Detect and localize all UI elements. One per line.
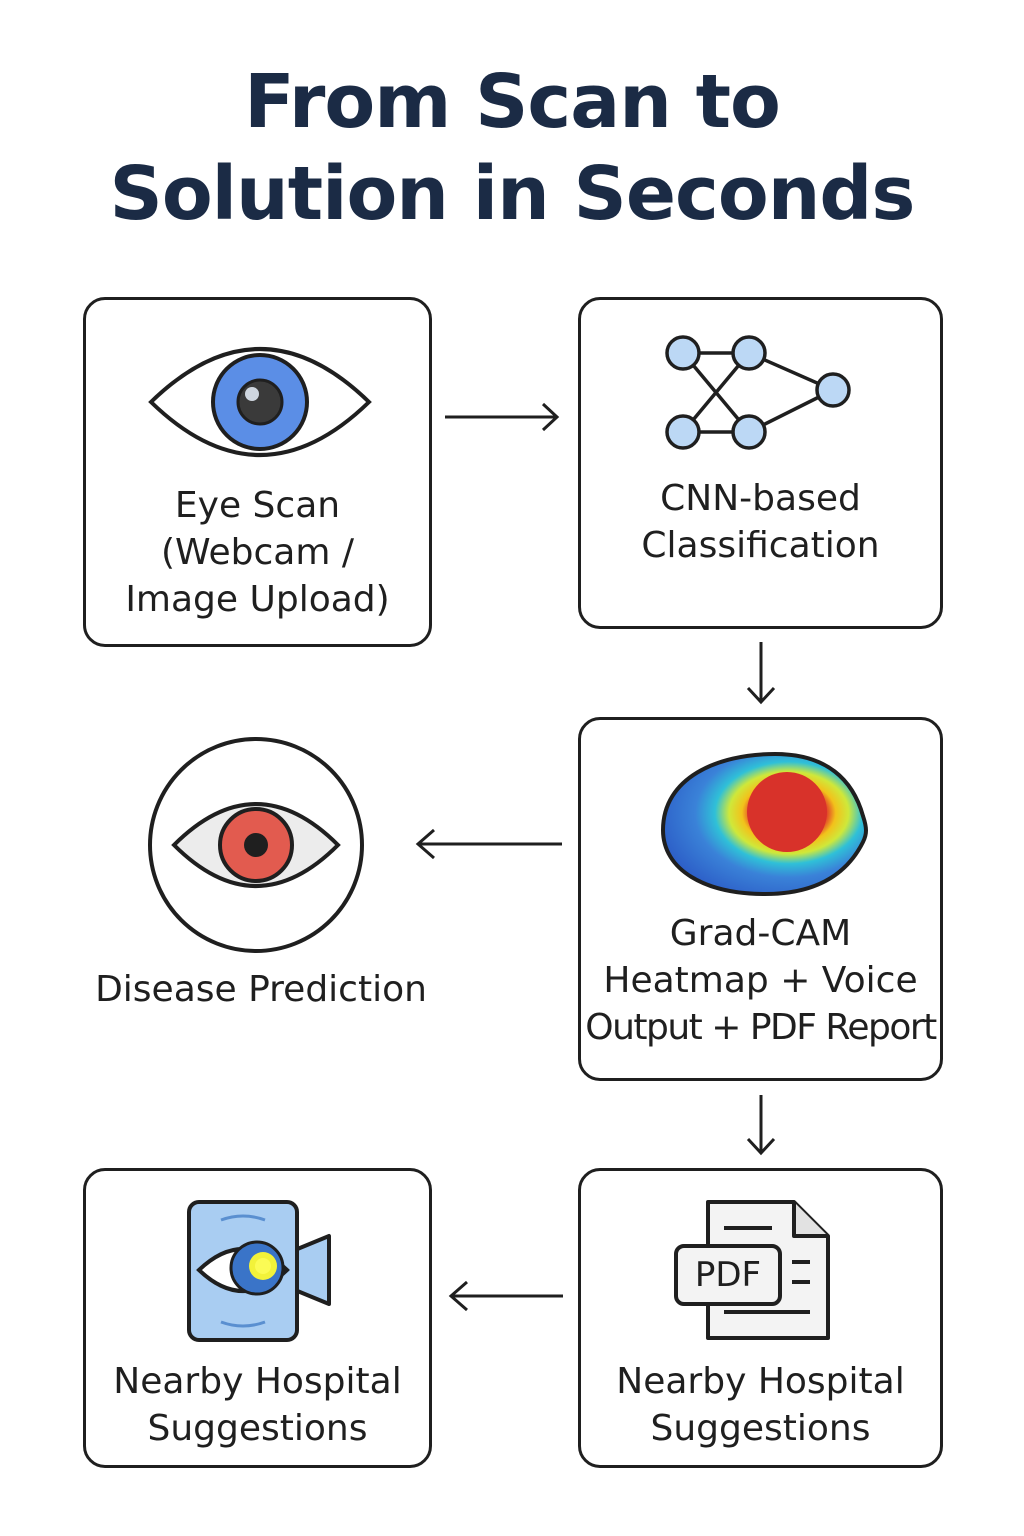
pdf-card-label-line-1: Nearby Hospital: [616, 1361, 905, 1402]
eye-camera-icon: [187, 1200, 331, 1342]
pdf-card-label-line-2: Suggestions: [650, 1408, 871, 1449]
hospital-label-line-2: Suggestions: [147, 1408, 368, 1449]
arrow-down-icon: [746, 642, 776, 705]
hospital-label-line-1: Nearby Hospital: [113, 1361, 402, 1402]
pdf-document-icon: [674, 1200, 830, 1340]
cnn-label: CNN-based Classification: [578, 475, 943, 569]
page-title: From Scan to Solution in Seconds: [0, 56, 1024, 240]
pdf-icon-text: PDF: [694, 1255, 762, 1295]
cnn-label-line-2: Classification: [641, 525, 880, 566]
heatmap-icon: [660, 751, 868, 897]
disease-eye-icon: [148, 737, 364, 953]
disease-label: Disease Prediction: [60, 966, 462, 1013]
gradcam-label-line-3: Output + PDF Report: [585, 1007, 937, 1048]
gradcam-label: Grad-CAM Heatmap + Voice Output + PDF Re…: [578, 910, 943, 1051]
hospital-label: Nearby Hospital Suggestions: [83, 1358, 432, 1452]
gradcam-label-line-2: Heatmap + Voice: [603, 960, 918, 1001]
eye-scan-label-line-2: (Webcam /: [160, 532, 355, 573]
eye-icon: [148, 347, 372, 457]
title-line-1: From Scan to: [244, 59, 781, 145]
eye-scan-label-line-1: Eye Scan: [174, 485, 341, 526]
pdf-card-label: Nearby Hospital Suggestions: [578, 1358, 943, 1452]
arrow-left-icon-2: [448, 1280, 563, 1312]
arrow-left-icon: [415, 828, 562, 860]
arrow-right-icon: [445, 402, 560, 432]
title-line-2: Solution in Seconds: [109, 151, 916, 237]
arrow-down-icon-2: [746, 1095, 776, 1156]
cnn-label-line-1: CNN-based: [660, 478, 861, 519]
neural-network-icon: [665, 335, 851, 450]
disease-label-line-1: Disease Prediction: [95, 969, 427, 1010]
eye-scan-label: Eye Scan (Webcam / Image Upload): [83, 482, 432, 623]
eye-scan-label-line-3: Image Upload): [125, 579, 390, 620]
gradcam-label-line-1: Grad-CAM: [669, 913, 852, 954]
